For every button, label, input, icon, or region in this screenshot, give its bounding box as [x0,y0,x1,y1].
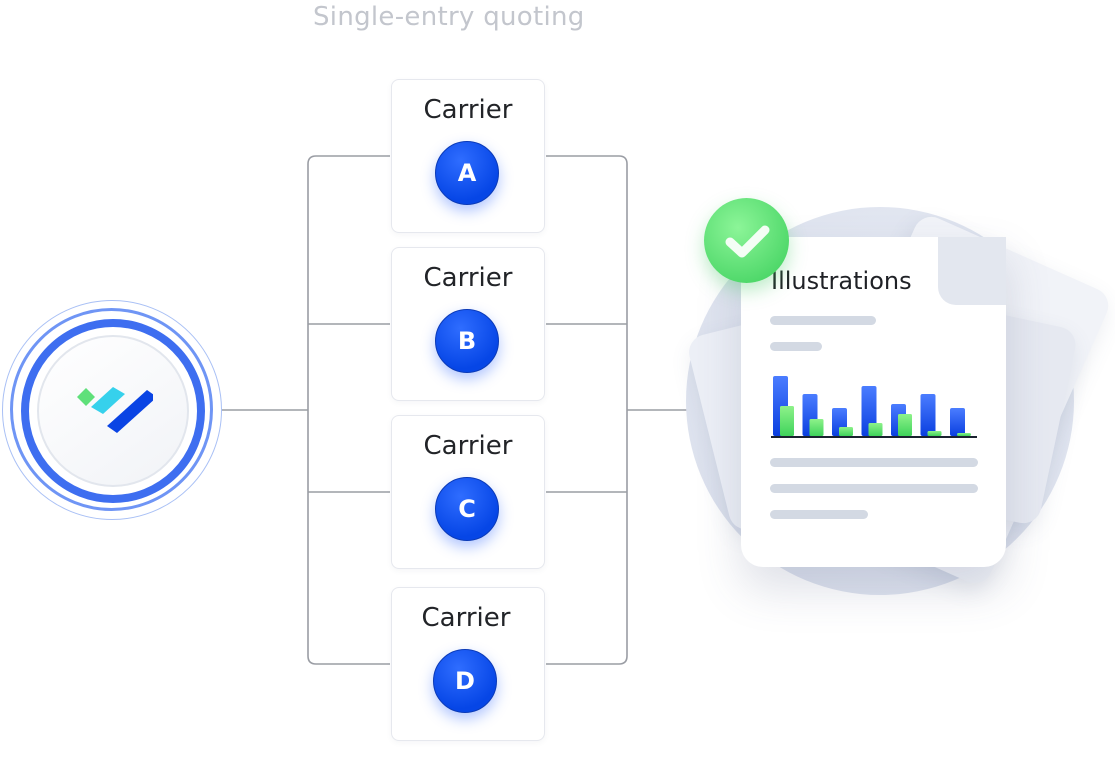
carrier-label: Carrier [423,263,513,293]
carrier-label: Carrier [421,603,511,633]
carrier-label: Carrier [423,431,513,461]
chart-bar-green [898,414,912,436]
carrier-label: Carrier [423,95,513,125]
chart-bar-green [839,427,853,436]
chart-bar-blue [920,394,936,436]
chart-bar-green [780,406,794,436]
document-title: Illustrations [771,267,912,295]
carrier-badge-d: D [433,649,497,713]
checkmark-icon [704,198,789,283]
text-line [770,510,868,519]
platform-hub [2,300,222,520]
carrier-card-a[interactable]: Carrier A [391,79,545,233]
text-line [770,342,822,351]
page-fold [938,237,1006,305]
carrier-card-d[interactable]: Carrier D [391,587,545,741]
text-line [770,316,876,325]
illustration-document: Illustrations [741,237,1006,567]
chart-bar-green [957,433,971,436]
carrier-badge-c: C [435,477,499,541]
carrier-card-c[interactable]: Carrier C [391,415,545,569]
chart-bar-green [868,423,883,436]
platform-logo-icon [77,387,153,433]
carrier-badge-a: A [435,141,499,205]
hub-ring [10,308,213,511]
text-line [770,458,978,467]
carrier-card-b[interactable]: Carrier B [391,247,545,401]
text-line [770,484,978,493]
chart-bar-green [809,419,824,436]
diagram-title: Single-entry quoting [313,2,585,32]
hub-core [37,335,189,487]
chart-bar-green [927,431,942,436]
carrier-badge-b: B [435,309,499,373]
mini-bar-chart [771,376,977,438]
chart-bar-blue [950,408,965,436]
